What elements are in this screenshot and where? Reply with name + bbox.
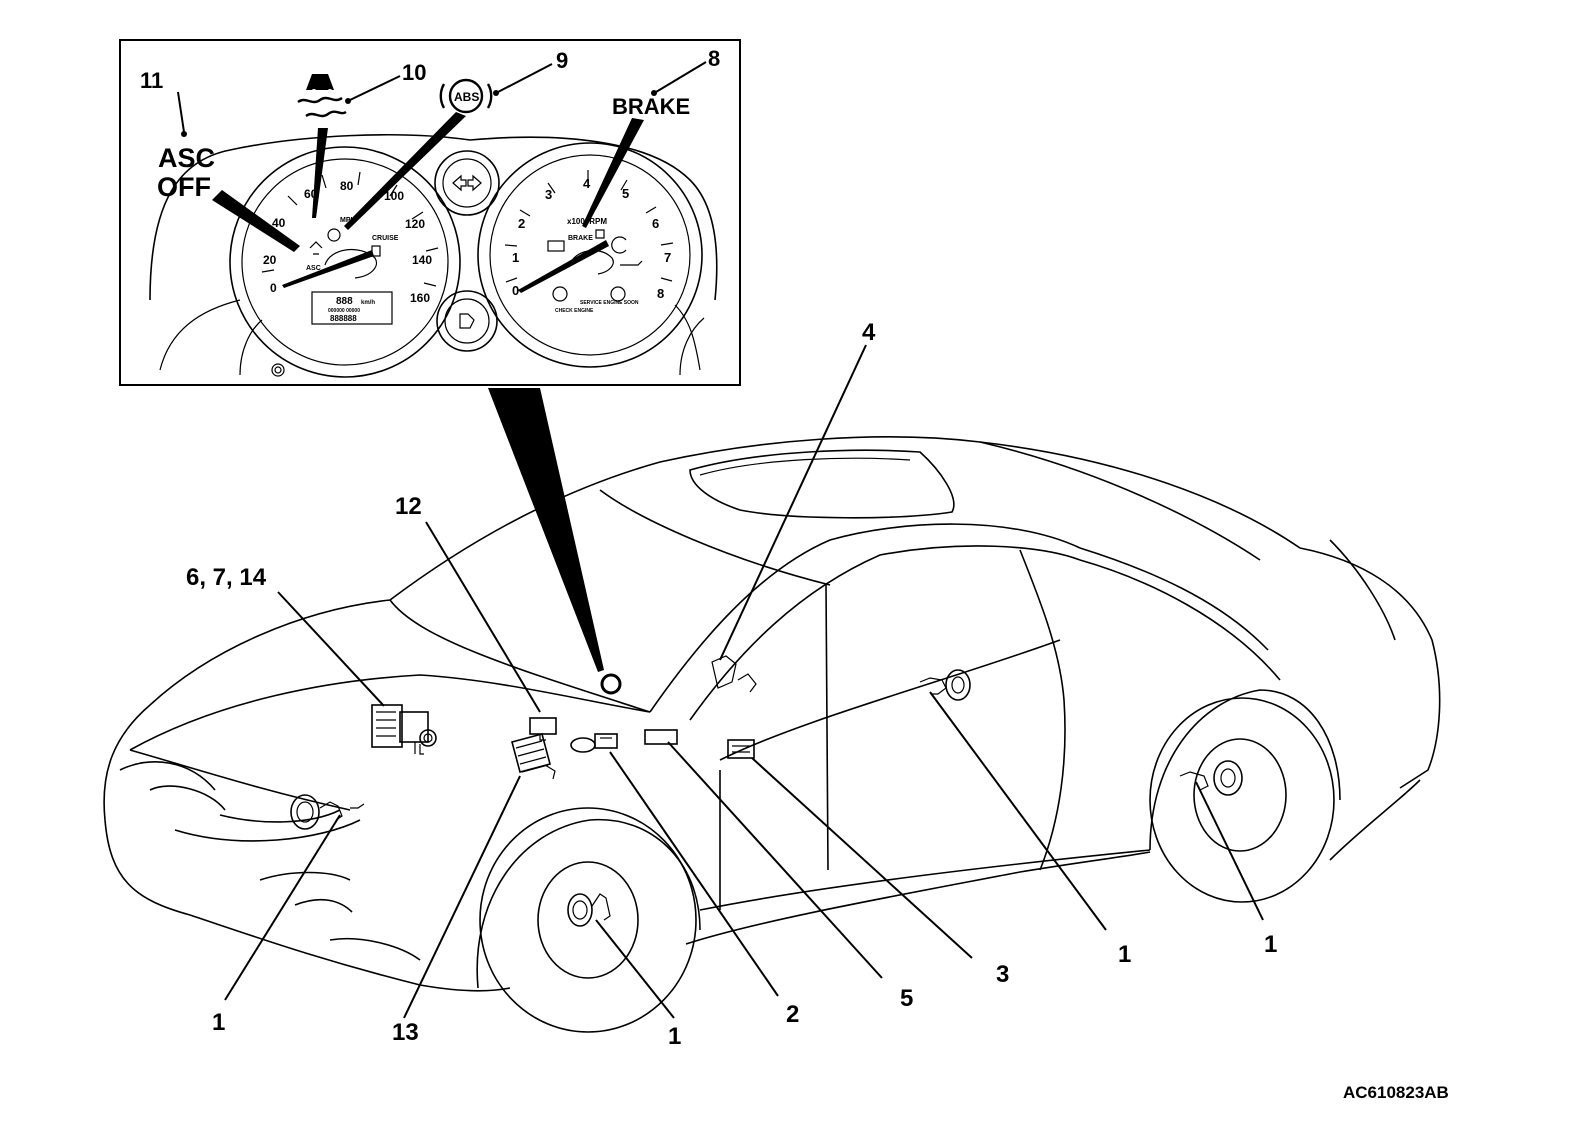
center-lower-icon: [459, 313, 475, 329]
speedometer: 0 20 40 60 80 100 120 140 160 MPH CRUISE…: [229, 146, 461, 378]
speed-tick-0: 0: [270, 281, 277, 295]
abs-indicator-icon: [327, 228, 341, 242]
tach-service: SERVICE ENGINE SOON: [580, 300, 639, 306]
g-sensor-component: [727, 739, 755, 759]
speed-tick-40: 40: [272, 216, 286, 230]
rear-left-wheel-sensor: [919, 669, 971, 701]
callout-1-rear-left: 1: [1118, 941, 1131, 968]
tach-tick-0: 0: [512, 283, 519, 298]
tach-tick-7: 7: [664, 250, 671, 265]
abs-pointer: [344, 112, 466, 230]
abs-icon-text: ABS: [454, 90, 479, 104]
instrument-location-marker: [600, 673, 622, 695]
door-indicator-icon: [611, 236, 627, 254]
headlight-indicator-icon: [552, 286, 568, 302]
asc-off-label-line2: OFF: [157, 172, 211, 202]
speed-tick-140: 140: [412, 253, 432, 267]
traction-pointer: [312, 128, 328, 218]
tach-tick-5: 5: [622, 186, 629, 201]
turn-arrows-icon: [452, 174, 482, 192]
brake-warning-label: BRAKE: [612, 94, 690, 119]
callout-2: 2: [786, 1001, 799, 1028]
engine-ecu-component: [511, 733, 556, 780]
callout-1-rear-right: 1: [1264, 931, 1277, 958]
abs-warning-icon: ABS: [439, 78, 493, 114]
tach-check: CHECK ENGINE: [555, 308, 594, 314]
battery-indicator-icon: [547, 240, 565, 252]
speed-cruise: CRUISE: [372, 235, 399, 242]
component-5-box: [644, 729, 678, 745]
tach-tick-8: 8: [657, 286, 664, 301]
odometer-lcd: [311, 291, 393, 325]
callout-4: 4: [862, 319, 876, 346]
brake-pointer: [582, 118, 644, 228]
turn-indicator-gauge: [434, 150, 500, 216]
callout-12: 12: [395, 493, 422, 520]
speed-asc: ASC: [306, 265, 321, 272]
callout-13: 13: [392, 1019, 419, 1046]
callout-10: 10: [402, 60, 426, 85]
front-right-wheel-sensor: [567, 893, 611, 927]
tach-needle: [518, 240, 609, 293]
speed-tick-100: 100: [384, 189, 404, 203]
tach-tick-2: 2: [518, 216, 525, 231]
inset-frame: [119, 39, 741, 386]
lcd-unit: km/h: [361, 300, 375, 306]
front-left-wheel-sensor: [290, 794, 365, 830]
callout-5: 5: [900, 985, 913, 1012]
instrument-cluster-inset: 0 20 40 60 80 100 120 140 160 MPH CRUISE…: [119, 39, 741, 386]
speed-needle: [282, 250, 374, 288]
callout-11: 11: [140, 68, 163, 93]
speed-tick-80: 80: [340, 179, 354, 193]
asc-off-label-line1: ASC: [158, 143, 215, 173]
tach-tick-3: 3: [545, 187, 552, 202]
stoplight-switch-component: [711, 655, 757, 693]
component-12-box: [529, 717, 557, 735]
lcd-trip: 000000 00000: [328, 308, 360, 314]
callout-leaders: [224, 344, 1264, 1019]
lcd-speed: 888: [336, 296, 353, 307]
traction-indicator-icon: [309, 241, 323, 255]
fog-indicator-icon: [610, 286, 626, 302]
tach-tick-4: 4: [583, 176, 591, 191]
lcd-odometer: 888888: [330, 314, 357, 323]
tach-tick-1: 1: [512, 250, 519, 265]
tach-tick-6: 6: [652, 216, 659, 231]
car-body: [103, 436, 1441, 1033]
inset-connector-wedge: [488, 388, 604, 672]
seatbelt-indicator-icon: [595, 229, 605, 239]
steering-angle-sensor-component: [570, 733, 618, 753]
speed-tick-160: 160: [410, 291, 430, 305]
callout-1-front-right: 1: [668, 1023, 681, 1050]
traction-control-icon: [297, 74, 347, 118]
oil-indicator-icon: [620, 260, 643, 266]
tach-brake-small: BRAKE: [568, 235, 593, 242]
center-lower-gauge: [436, 290, 498, 352]
figure-code: AC610823AB: [1343, 1083, 1449, 1102]
hydraulic-unit-component: [371, 704, 437, 755]
speed-tick-20: 20: [263, 253, 277, 267]
speed-tick-120: 120: [405, 217, 425, 231]
callout-3: 3: [996, 961, 1009, 988]
speed-mph: MPH: [340, 217, 356, 224]
asc-off-pointer: [212, 190, 300, 252]
callout-9: 9: [556, 48, 568, 73]
rear-right-wheel-sensor: [1179, 760, 1243, 796]
callout-1-front-left: 1: [212, 1009, 225, 1036]
callout-6-7-14: 6, 7, 14: [186, 564, 267, 591]
callout-8: 8: [708, 46, 720, 71]
